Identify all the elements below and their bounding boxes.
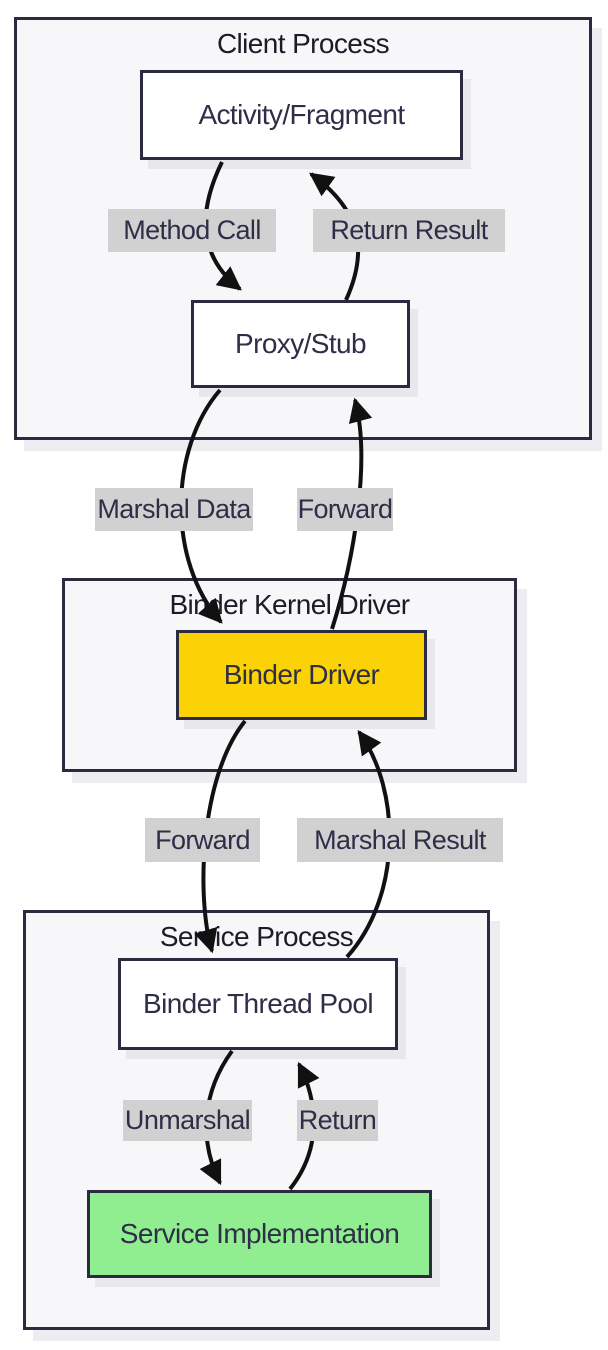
node-label-binder-thread-pool: Binder Thread Pool [143, 988, 374, 1019]
edge-label-unmarshal: Unmarshal [123, 1100, 252, 1141]
container-title-service-process: Service Process [159, 921, 354, 952]
edge-label-return-result: Return Result [313, 209, 505, 252]
node-proxy-stub: Proxy/Stub [191, 300, 410, 388]
container-title-client-process: Client Process [216, 28, 390, 59]
node-label-service-implementation: Service Implementation [119, 1218, 400, 1249]
edge-label-forward-to-driver: Forward [297, 488, 393, 531]
edge-label-marshal-data: Marshal Data [95, 488, 253, 531]
container-title-binder-kernel-driver: Binder Kernel Driver [169, 589, 410, 620]
node-binder-driver: Binder Driver [176, 630, 427, 720]
node-activity-fragment: Activity/Fragment [140, 70, 463, 160]
edge-label-return: Return [297, 1100, 378, 1141]
edge-label-forward-to-service: Forward [145, 818, 260, 862]
edge-label-method-call: Method Call [108, 209, 276, 252]
node-label-binder-driver: Binder Driver [223, 659, 380, 690]
edge-label-marshal-result: Marshal Result [297, 818, 503, 862]
node-label-proxy-stub: Proxy/Stub [235, 328, 367, 359]
node-service-implementation: Service Implementation [87, 1190, 432, 1278]
node-binder-thread-pool: Binder Thread Pool [118, 958, 398, 1050]
node-label-activity-fragment: Activity/Fragment [198, 99, 405, 130]
